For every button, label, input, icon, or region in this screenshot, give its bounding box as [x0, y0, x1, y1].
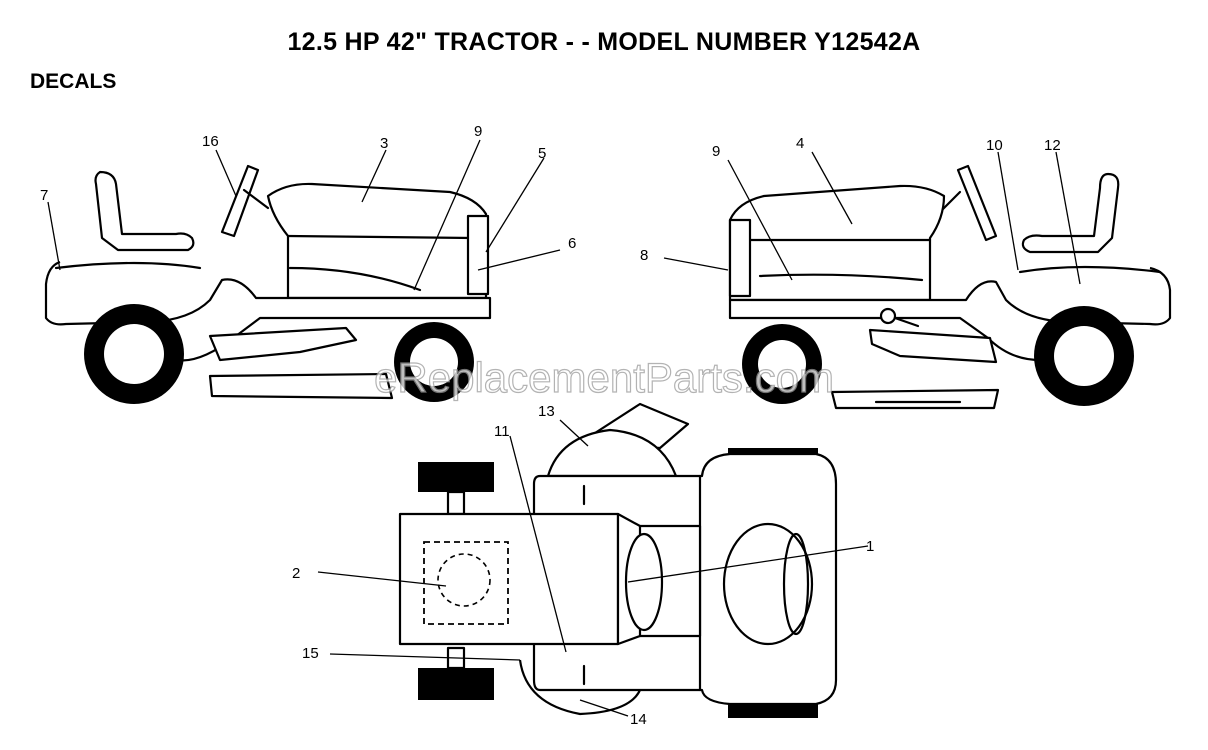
watermark: eReplacementParts.com	[374, 354, 834, 401]
callout-5: 5	[538, 145, 546, 162]
callout-14: 14	[630, 711, 647, 728]
callout-9-left: 9	[474, 123, 482, 140]
callout-9-right: 9	[712, 143, 720, 160]
callout-6: 6	[568, 235, 576, 252]
page-title: 12.5 HP 42" TRACTOR - - MODEL NUMBER Y12…	[287, 28, 921, 56]
section-heading: DECALS	[30, 70, 117, 93]
tractor-right-side-view	[663, 151, 1172, 410]
callout-1: 1	[866, 538, 874, 555]
callout-4: 4	[796, 135, 804, 152]
callout-15: 15	[302, 645, 319, 662]
callout-13: 13	[538, 403, 555, 420]
callout-10: 10	[986, 137, 1003, 154]
callout-8: 8	[640, 247, 648, 264]
callout-12: 12	[1044, 137, 1061, 154]
tractor-top-view	[317, 402, 869, 718]
callout-7: 7	[40, 187, 48, 204]
tractor-left-side-view	[44, 139, 561, 404]
callout-11: 11	[494, 423, 510, 440]
callout-2: 2	[292, 565, 300, 582]
callout-16: 16	[202, 133, 219, 150]
callout-3: 3	[380, 135, 388, 152]
